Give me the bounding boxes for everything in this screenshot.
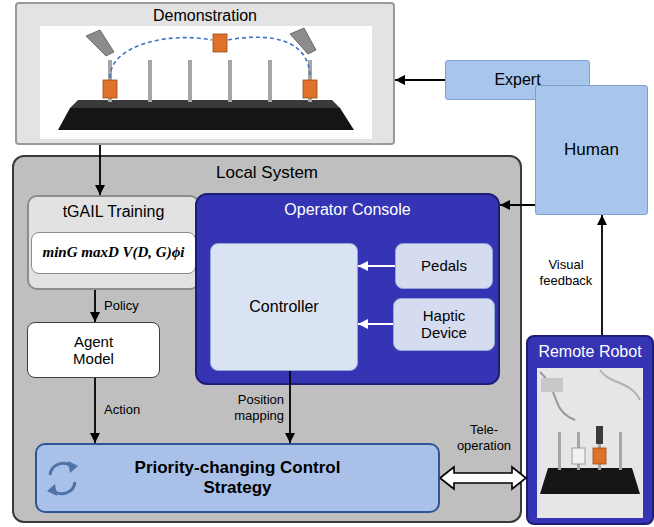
demonstration-photo xyxy=(40,26,372,139)
arrow-connector xyxy=(395,79,445,81)
node-title: Expert xyxy=(494,71,540,89)
node-title: Local System xyxy=(216,163,318,183)
peg xyxy=(228,60,232,102)
refresh-arc xyxy=(53,482,75,494)
cable xyxy=(540,372,575,420)
arrow-connector xyxy=(601,215,603,335)
peg xyxy=(558,432,561,470)
peg xyxy=(619,432,622,470)
system-panel: Local System tGAIL Training minG maxD V(D,… xyxy=(12,155,522,523)
refresh-head xyxy=(68,461,78,473)
node-title: Priority-changing Control Strategy xyxy=(128,458,348,497)
tool xyxy=(290,28,316,54)
tool xyxy=(86,30,114,56)
peg xyxy=(188,60,192,102)
process-box: Agent Model xyxy=(27,322,160,378)
peg xyxy=(268,60,272,102)
refresh-arc xyxy=(50,463,72,475)
edge-label: Action xyxy=(104,402,164,418)
arrow-connector xyxy=(94,378,96,443)
peg xyxy=(598,432,601,470)
process-box: tGAIL Training minG maxD V(D, G)ϕi xyxy=(27,195,200,290)
arrow-connector xyxy=(99,145,101,195)
equipment xyxy=(541,378,563,392)
node-title: Controller xyxy=(249,298,318,316)
node-title: Human xyxy=(564,140,619,160)
refresh-head xyxy=(47,484,57,496)
robot-tools xyxy=(86,28,316,56)
peg xyxy=(108,60,112,102)
arrow-connector xyxy=(289,371,291,443)
trajectory xyxy=(110,37,310,78)
white-block xyxy=(572,448,585,464)
node-title: minG maxD V(D, G)ϕi xyxy=(42,244,184,261)
node-title: tGAIL Training xyxy=(63,203,165,221)
peg xyxy=(148,60,152,102)
actor-box: Human xyxy=(535,85,648,215)
edge-label: Tele-operation xyxy=(451,422,517,453)
photo-ground xyxy=(40,26,372,139)
arrow-connector xyxy=(358,323,393,325)
console-panel: Operator ConsoleController PedalsHaptic D… xyxy=(195,193,500,385)
edge-label: Policy xyxy=(104,298,164,314)
trajectory-path xyxy=(110,38,212,78)
block xyxy=(213,34,227,52)
gripper xyxy=(596,426,603,444)
arrow-connector xyxy=(358,265,395,267)
refresh-icon xyxy=(47,461,78,496)
node-title: Operator Console xyxy=(284,201,410,219)
panel: Demonstration xyxy=(15,2,395,145)
node-title: Pedals xyxy=(421,257,467,274)
cable xyxy=(600,370,640,400)
edge-label: Visual feedback xyxy=(538,257,594,288)
pegboard-base xyxy=(58,108,354,130)
input-box: Haptic Device xyxy=(393,298,495,351)
orange-block xyxy=(593,448,606,464)
node-title: Demonstration xyxy=(153,7,257,25)
double-arrow xyxy=(440,467,526,489)
pegs xyxy=(558,432,622,470)
node-title: Remote Robot xyxy=(538,343,641,361)
peg xyxy=(308,60,312,102)
pegs xyxy=(108,60,312,102)
robot-panel: Remote Robot xyxy=(526,335,654,525)
arrow-connector xyxy=(500,204,535,206)
arrow-connector xyxy=(94,290,96,322)
edge-label: Position mapping xyxy=(212,392,284,423)
block xyxy=(103,80,117,98)
pegboard-top xyxy=(70,100,340,108)
photo-ground xyxy=(537,368,643,518)
block xyxy=(303,80,317,98)
trajectory-path xyxy=(228,37,310,78)
peg xyxy=(577,432,580,470)
strategy-box: Priority-changing Control Strategy xyxy=(35,443,440,513)
process-box: Controller xyxy=(210,243,358,371)
pegboard-base xyxy=(540,468,640,494)
node-title: Haptic Device xyxy=(404,307,484,342)
node-title: Agent Model xyxy=(59,333,129,368)
input-box: Pedals xyxy=(395,243,493,289)
remote-robot-photo xyxy=(537,368,643,518)
formula-box: minG maxD V(D, G)ϕi xyxy=(31,232,196,274)
orange-blocks xyxy=(103,34,317,98)
